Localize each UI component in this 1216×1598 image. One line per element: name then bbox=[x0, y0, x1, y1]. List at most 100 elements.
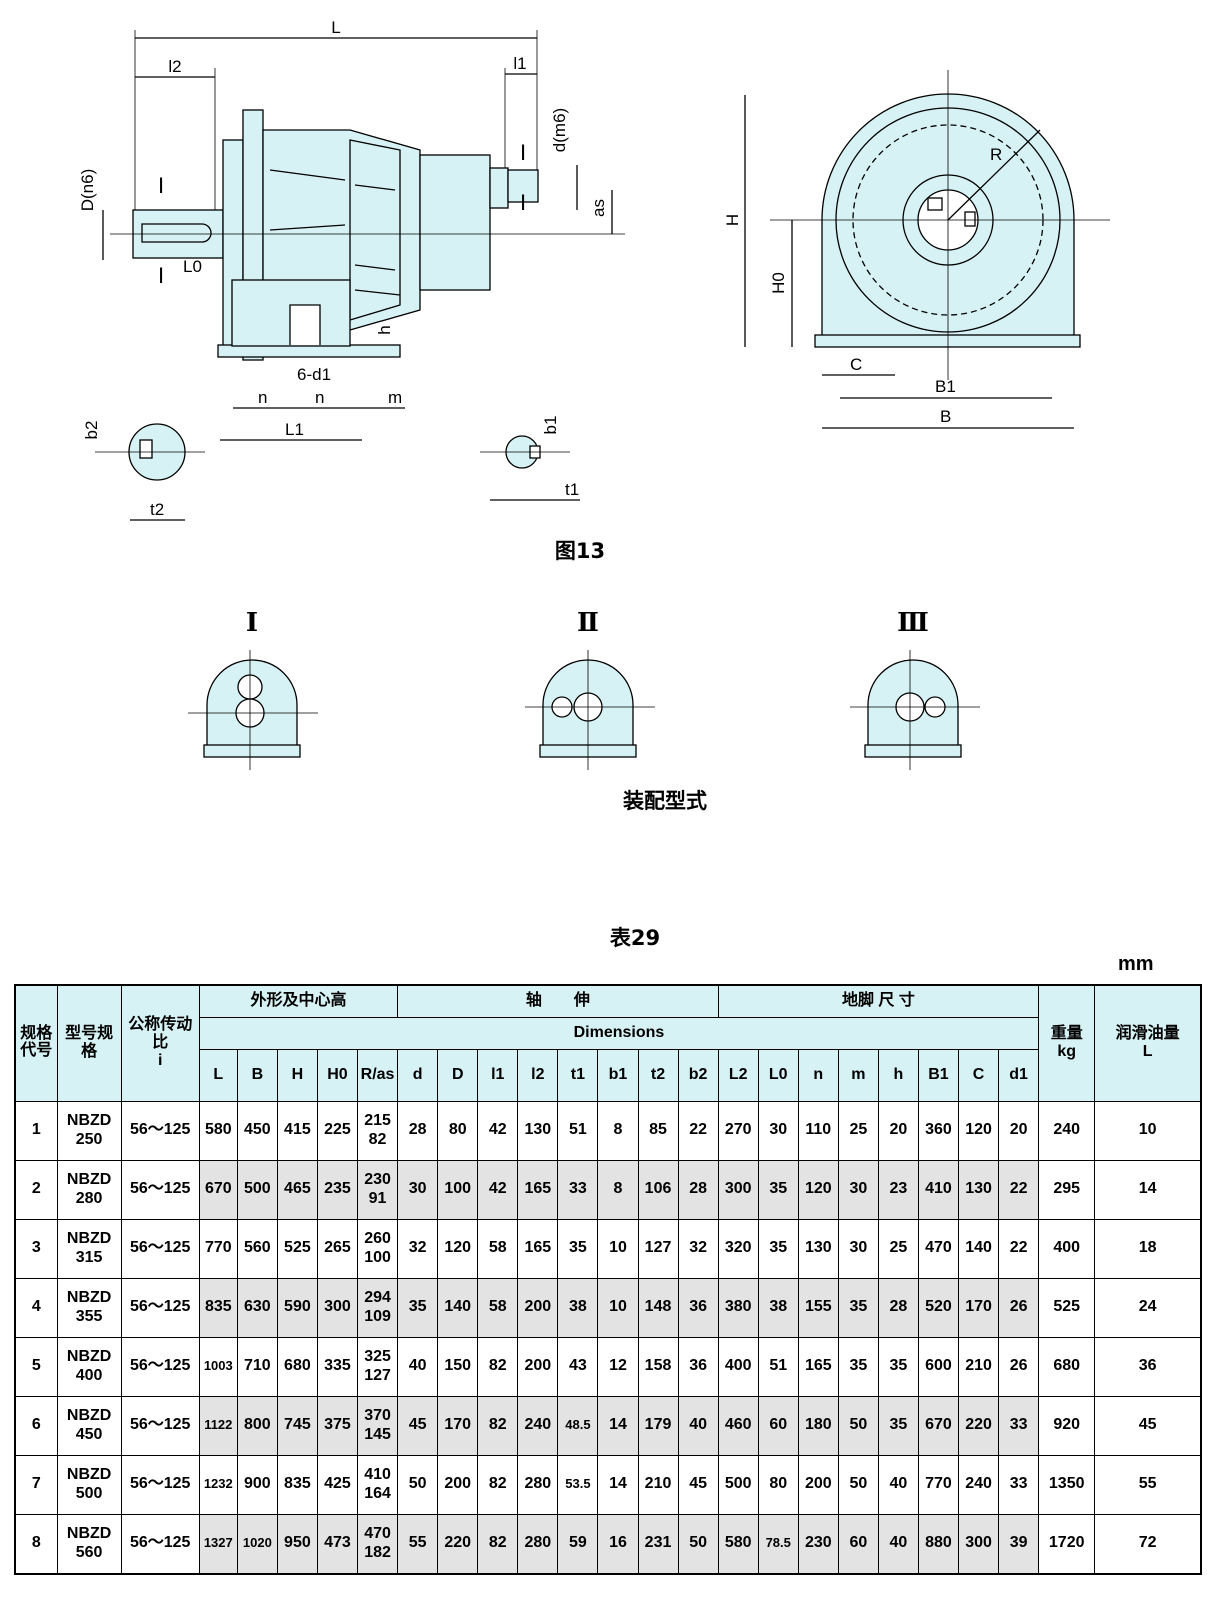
svg-text:b1: b1 bbox=[541, 416, 560, 435]
table-cell: 50 bbox=[837, 1395, 879, 1456]
table-cell: 170 bbox=[958, 1277, 1000, 1338]
oil-cell: 45 bbox=[1094, 1395, 1202, 1456]
col-header: C bbox=[958, 1048, 1000, 1102]
table-cell: 465 bbox=[276, 1159, 318, 1220]
table-cell: 8 bbox=[597, 1159, 639, 1220]
svg-text:l1: l1 bbox=[513, 54, 526, 73]
svg-text:H: H bbox=[723, 214, 742, 226]
table-cell: 30 bbox=[757, 1100, 799, 1161]
table-cell: 835 bbox=[198, 1277, 238, 1338]
table-cell: 10 bbox=[597, 1218, 639, 1279]
svg-text:I: I bbox=[520, 190, 526, 215]
table-cell: 165 bbox=[517, 1218, 559, 1279]
table-cell: 33 bbox=[998, 1454, 1040, 1515]
svg-text:I: I bbox=[158, 173, 164, 198]
table-cell: 35 bbox=[877, 1336, 919, 1397]
col-header: b2 bbox=[677, 1048, 719, 1102]
table-cell: 28 bbox=[677, 1159, 719, 1220]
table-cell: 30 bbox=[397, 1159, 439, 1220]
table-cell: 10 bbox=[597, 1277, 639, 1338]
table-cell: 50 bbox=[677, 1513, 719, 1574]
dim-L: L bbox=[331, 18, 340, 37]
header-spec-code: 规格代号 bbox=[14, 984, 58, 1102]
ratio-cell: 56～125 bbox=[120, 1336, 200, 1397]
svg-text:L1: L1 bbox=[285, 420, 304, 439]
table-cell: 82 bbox=[477, 1395, 519, 1456]
table-cell: 59 bbox=[557, 1513, 599, 1574]
assembly-type-3: Ⅲ bbox=[897, 608, 929, 638]
table-cell: 120 bbox=[958, 1100, 1000, 1161]
table-cell: 200 bbox=[517, 1336, 559, 1397]
svg-text:H0: H0 bbox=[769, 272, 788, 294]
header-foot: 地脚 尺 寸 bbox=[717, 984, 1040, 1018]
table-cell: 16 bbox=[597, 1513, 639, 1574]
table-cell: 53.5 bbox=[557, 1454, 599, 1515]
table-cell: 45 bbox=[677, 1454, 719, 1515]
table-cell: 40 bbox=[877, 1454, 919, 1515]
col-header: D bbox=[437, 1048, 479, 1102]
table-cell: 33 bbox=[557, 1159, 599, 1220]
header-dimensions: Dimensions bbox=[198, 1016, 1040, 1050]
weight-cell: 240 bbox=[1038, 1100, 1096, 1161]
col-header: d bbox=[397, 1048, 439, 1102]
table-cell: 14 bbox=[597, 1454, 639, 1515]
table-cell: 460 bbox=[717, 1395, 759, 1456]
ratio-cell: 56～125 bbox=[120, 1100, 200, 1161]
figure-caption: 图13 bbox=[554, 539, 606, 563]
table-cell: 48.5 bbox=[557, 1395, 599, 1456]
table-cell: 1327 bbox=[198, 1513, 238, 1574]
table-cell: 28 bbox=[397, 1100, 439, 1161]
table-cell: 410 bbox=[917, 1159, 960, 1220]
table-cell: 335 bbox=[316, 1336, 359, 1397]
table-cell: 600 bbox=[917, 1336, 960, 1397]
spec-code-cell: 3 bbox=[14, 1218, 58, 1279]
table-cell: 23 bbox=[877, 1159, 919, 1220]
oil-cell: 14 bbox=[1094, 1159, 1202, 1220]
table-cell: 82 bbox=[477, 1513, 519, 1574]
table-cell: 158 bbox=[637, 1336, 679, 1397]
svg-text:B: B bbox=[940, 407, 951, 426]
table-cell: 35 bbox=[877, 1395, 919, 1456]
spec-code-cell: 5 bbox=[14, 1336, 58, 1397]
table-cell: 22 bbox=[998, 1159, 1040, 1220]
spec-code-cell: 6 bbox=[14, 1395, 58, 1456]
table-cell: 400 bbox=[717, 1336, 759, 1397]
weight-cell: 1720 bbox=[1038, 1513, 1096, 1574]
table-cell: 590 bbox=[276, 1277, 318, 1338]
table-title: 表29 bbox=[609, 926, 661, 950]
table-cell: 155 bbox=[797, 1277, 839, 1338]
col-header: L bbox=[198, 1048, 238, 1102]
table-cell: 210 bbox=[637, 1454, 679, 1515]
table-cell: 220 bbox=[437, 1513, 479, 1574]
svg-text:m: m bbox=[388, 388, 402, 407]
ratio-cell: 56～125 bbox=[120, 1277, 200, 1338]
col-header: t1 bbox=[557, 1048, 599, 1102]
table-cell: 58 bbox=[477, 1277, 519, 1338]
oil-cell: 36 bbox=[1094, 1336, 1202, 1397]
table-cell: 35 bbox=[757, 1159, 799, 1220]
table-cell: 375 bbox=[316, 1395, 359, 1456]
table-cell: 300 bbox=[316, 1277, 359, 1338]
table-cell: 100 bbox=[437, 1159, 479, 1220]
table-cell: 20 bbox=[877, 1100, 919, 1161]
table-cell: 82 bbox=[477, 1336, 519, 1397]
table-cell: 520 bbox=[917, 1277, 960, 1338]
table-cell: 225 bbox=[316, 1100, 359, 1161]
table-cell: 50 bbox=[837, 1454, 879, 1515]
table-cell: 130 bbox=[517, 1100, 559, 1161]
col-header: R/as bbox=[356, 1048, 399, 1102]
table-cell: 680 bbox=[276, 1336, 318, 1397]
col-header: B bbox=[236, 1048, 278, 1102]
